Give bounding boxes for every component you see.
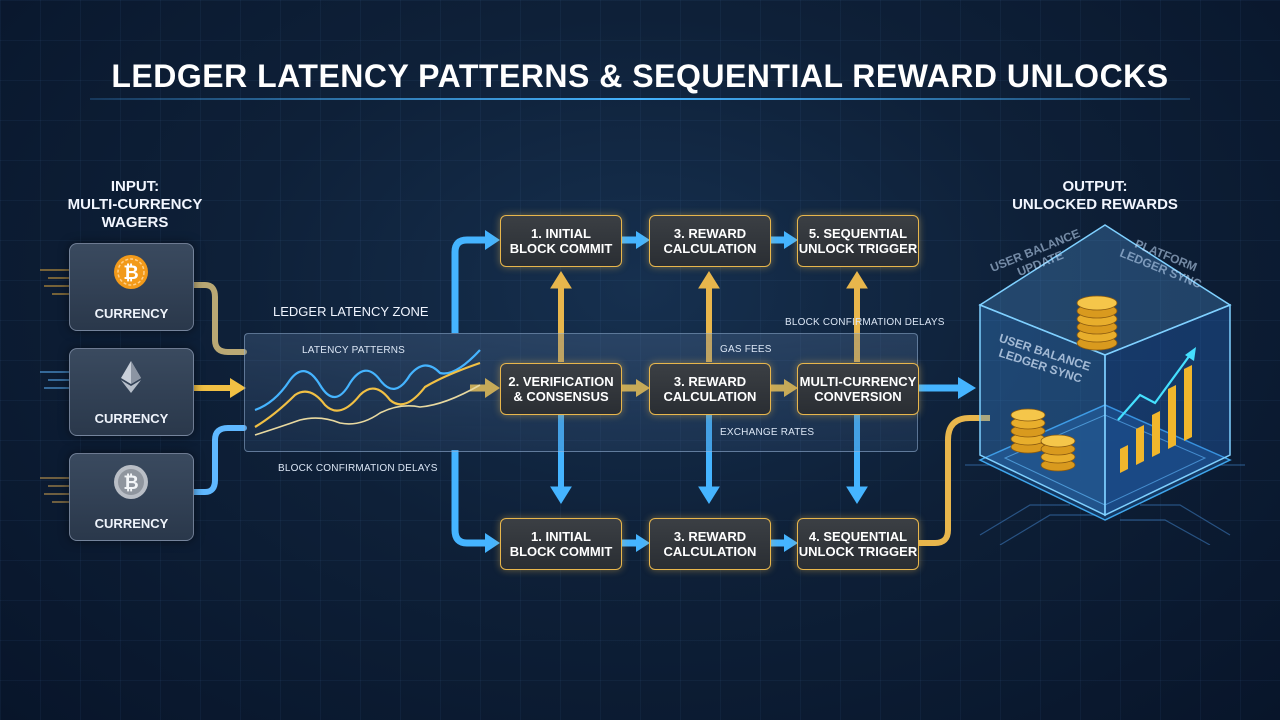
currency-label: CURRENCY (94, 306, 169, 321)
step-top-sequential-unlock-trigger: 5. SEQUENTIAL UNLOCK TRIGGER (797, 215, 919, 267)
block-delays-left-label: BLOCK CONFIRMATION DELAYS (278, 463, 438, 474)
output-heading-line-1: OUTPUT: (1062, 178, 1128, 195)
step-label-line-2: CALCULATION (663, 544, 757, 559)
step-middle-verification-consensus: 2. VERIFICATION & CONSENSUS (500, 363, 622, 415)
input-heading: INPUT: MULTI-CURRENCY WAGERS (55, 178, 215, 232)
input-heading-line-1: INPUT: (110, 178, 160, 195)
step-label-line-1: 3. REWARD (673, 529, 747, 544)
svg-text:₿: ₿ (123, 262, 138, 284)
growth-bar-chart-icon (1120, 365, 1192, 473)
step-middle-multi-currency-conversion: MULTI-CURRENCY CONVERSION (797, 363, 919, 415)
step-bottom-initial-block-commit: 1. INITIAL BLOCK COMMIT (500, 518, 622, 570)
step-label-line-2: CONVERSION (814, 389, 902, 404)
step-middle-reward-calculation: 3. REWARD CALCULATION (649, 363, 771, 415)
input-heading-line-3: WAGERS (101, 214, 169, 231)
latency-patterns-chart (254, 349, 481, 436)
step-label-line-2: BLOCK COMMIT (509, 241, 613, 256)
step-label-line-2: CALCULATION (663, 241, 757, 256)
currency-card-bitcoin-silver: ₿ CURRENCY (69, 453, 194, 541)
currency-card-ethereum: CURRENCY (69, 348, 194, 436)
output-hub-illustration (965, 224, 1245, 545)
latency-line-blue (254, 349, 481, 412)
arrowhead-currency-2 (230, 378, 246, 398)
coin-stack-left (1010, 408, 1076, 472)
latency-line-pale (254, 384, 481, 436)
vertical-arrows-down (550, 414, 868, 504)
currency-label: CURRENCY (94, 516, 169, 531)
vertical-arrows-up (550, 271, 868, 362)
step-bottom-sequential-unlock-trigger: 4. SEQUENTIAL UNLOCK TRIGGER (797, 518, 919, 570)
output-heading: OUTPUT: UNLOCKED REWARDS (995, 178, 1195, 214)
latency-patterns-label: LATENCY PATTERNS (302, 345, 406, 356)
step-label-line-1: 3. REWARD (673, 226, 747, 241)
horizontal-arrows (622, 231, 976, 552)
step-label-line-1: 4. SEQUENTIAL (808, 529, 908, 544)
latency-line-gold (254, 361, 481, 428)
step-bottom-reward-calculation: 3. REWARD CALCULATION (649, 518, 771, 570)
block-delays-right-label: BLOCK CONFIRMATION DELAYS (785, 317, 945, 328)
connector-currency-1 (189, 282, 247, 355)
bitcoin-silver-icon: ₿ (114, 465, 148, 499)
connector-currency-3 (189, 425, 247, 495)
step-top-reward-calculation: 3. REWARD CALCULATION (649, 215, 771, 267)
connector-trigger-output (918, 415, 990, 546)
currency-label: CURRENCY (94, 411, 169, 426)
step-label-line-1: 3. REWARD (673, 374, 747, 389)
step-label-line-2: UNLOCK TRIGGER (798, 544, 918, 559)
ethereum-icon (121, 361, 141, 393)
step-label-line-1: 1. INITIAL (531, 226, 591, 241)
gas-fees-label: GAS FEES (720, 344, 772, 355)
connector-zone-bottom (451, 450, 487, 547)
step-label-line-1: 1. INITIAL (531, 529, 591, 544)
step-label-line-2: CALCULATION (663, 389, 757, 404)
currency-card-bitcoin: ₿ CURRENCY (69, 243, 194, 331)
page-title: LEDGER LATENCY PATTERNS & SEQUENTIAL REW… (111, 58, 1169, 94)
coin-stack-top (1076, 295, 1118, 351)
exchange-rates-label: EXCHANGE RATES (720, 427, 815, 438)
growth-trend-line (1117, 354, 1191, 421)
step-label-line-1: 5. SEQUENTIAL (808, 226, 908, 241)
latency-zone-title: LEDGER LATENCY ZONE (273, 304, 429, 319)
step-label-line-2: BLOCK COMMIT (509, 544, 613, 559)
step-label-line-2: & CONSENSUS (513, 389, 609, 404)
input-heading-line-2: MULTI-CURRENCY (67, 196, 203, 213)
step-label-line-1: 2. VERIFICATION (508, 374, 614, 389)
step-label-line-2: UNLOCK TRIGGER (798, 241, 918, 256)
step-top-initial-block-commit: 1. INITIAL BLOCK COMMIT (500, 215, 622, 267)
svg-text:₿: ₿ (123, 472, 138, 494)
bitcoin-orange-icon: ₿ (114, 255, 148, 289)
title-underline (90, 98, 1190, 100)
connector-zone-top (451, 236, 487, 333)
step-label-line-1: MULTI-CURRENCY (799, 374, 917, 389)
output-heading-line-2: UNLOCKED REWARDS (1012, 196, 1178, 213)
